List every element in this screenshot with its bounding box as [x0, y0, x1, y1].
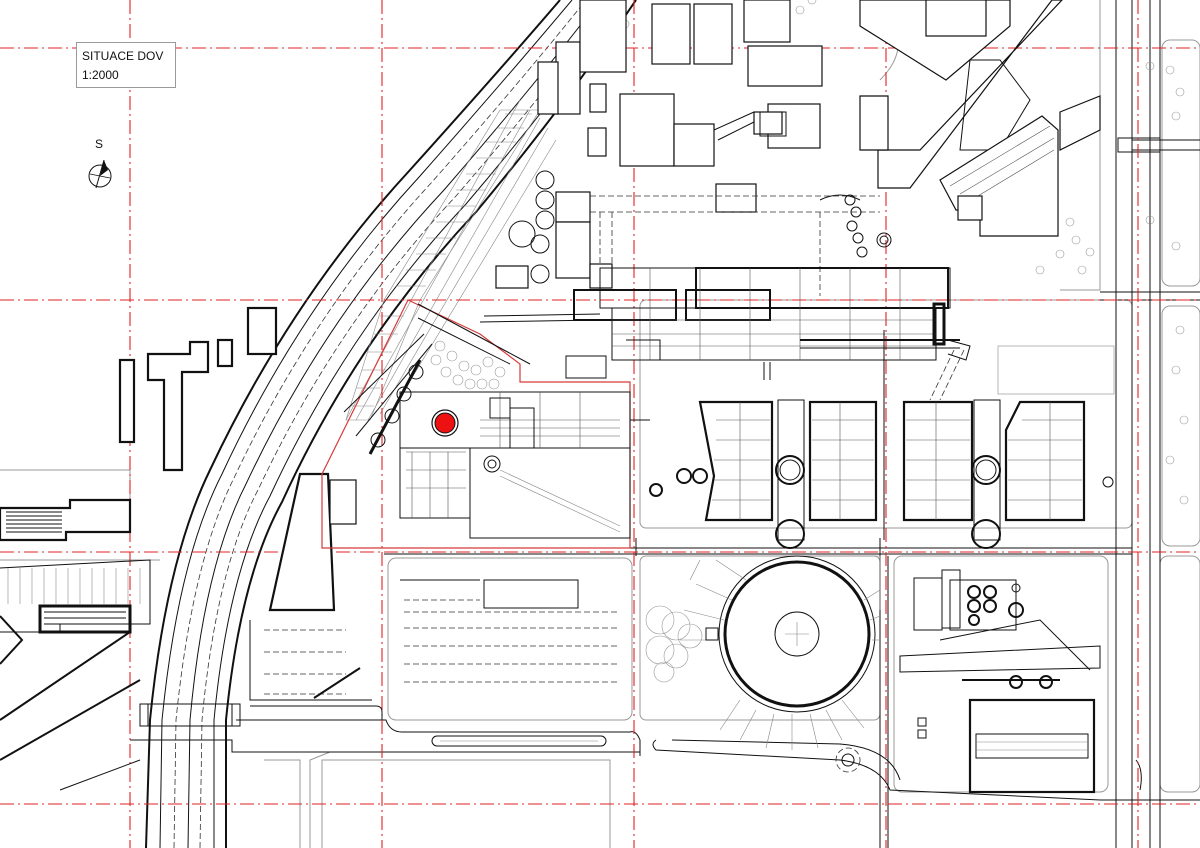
site-boundary [321, 299, 631, 549]
plan-scale: 1:2000 [82, 68, 119, 82]
north-buildings [495, 0, 880, 296]
circular-building [645, 555, 881, 773]
location-marker-icon [431, 409, 459, 437]
production-halls [649, 345, 1115, 549]
southeast-plant [899, 569, 1101, 794]
north-arrow-label: S [95, 137, 104, 151]
railway-corridor [139, 0, 637, 848]
elevated-structure [479, 267, 971, 540]
site-dov [343, 303, 650, 539]
parking-lot [400, 579, 618, 747]
west-buildings [0, 306, 383, 791]
plan-title-box: SITUACE DOV 1:2000 [76, 42, 176, 88]
north-arrow-icon: S [82, 137, 120, 190]
plan-title: SITUACE DOV [82, 49, 164, 63]
northeast-buildings [759, 0, 1101, 237]
conveyor-chain [844, 194, 892, 258]
